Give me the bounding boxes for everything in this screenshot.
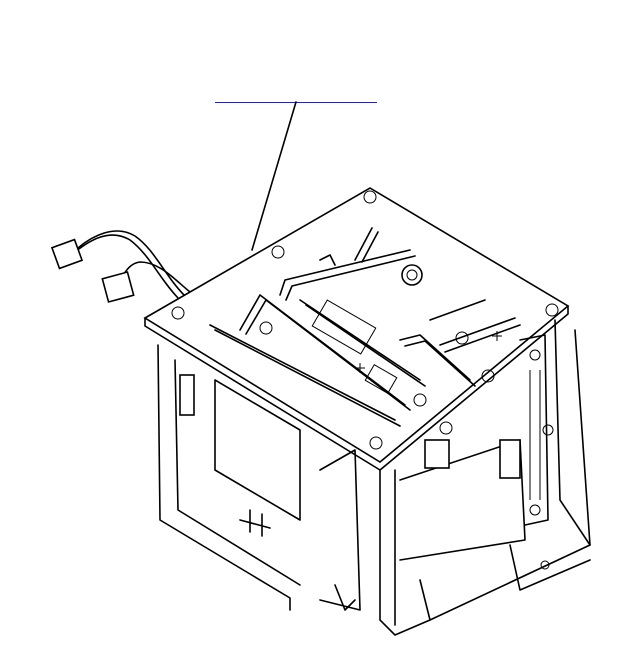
cable-harness	[50, 230, 191, 303]
circuit-traces	[209, 227, 521, 427]
leader-line	[251, 101, 297, 251]
top-plate	[143, 187, 570, 471]
box-body	[157, 319, 591, 636]
